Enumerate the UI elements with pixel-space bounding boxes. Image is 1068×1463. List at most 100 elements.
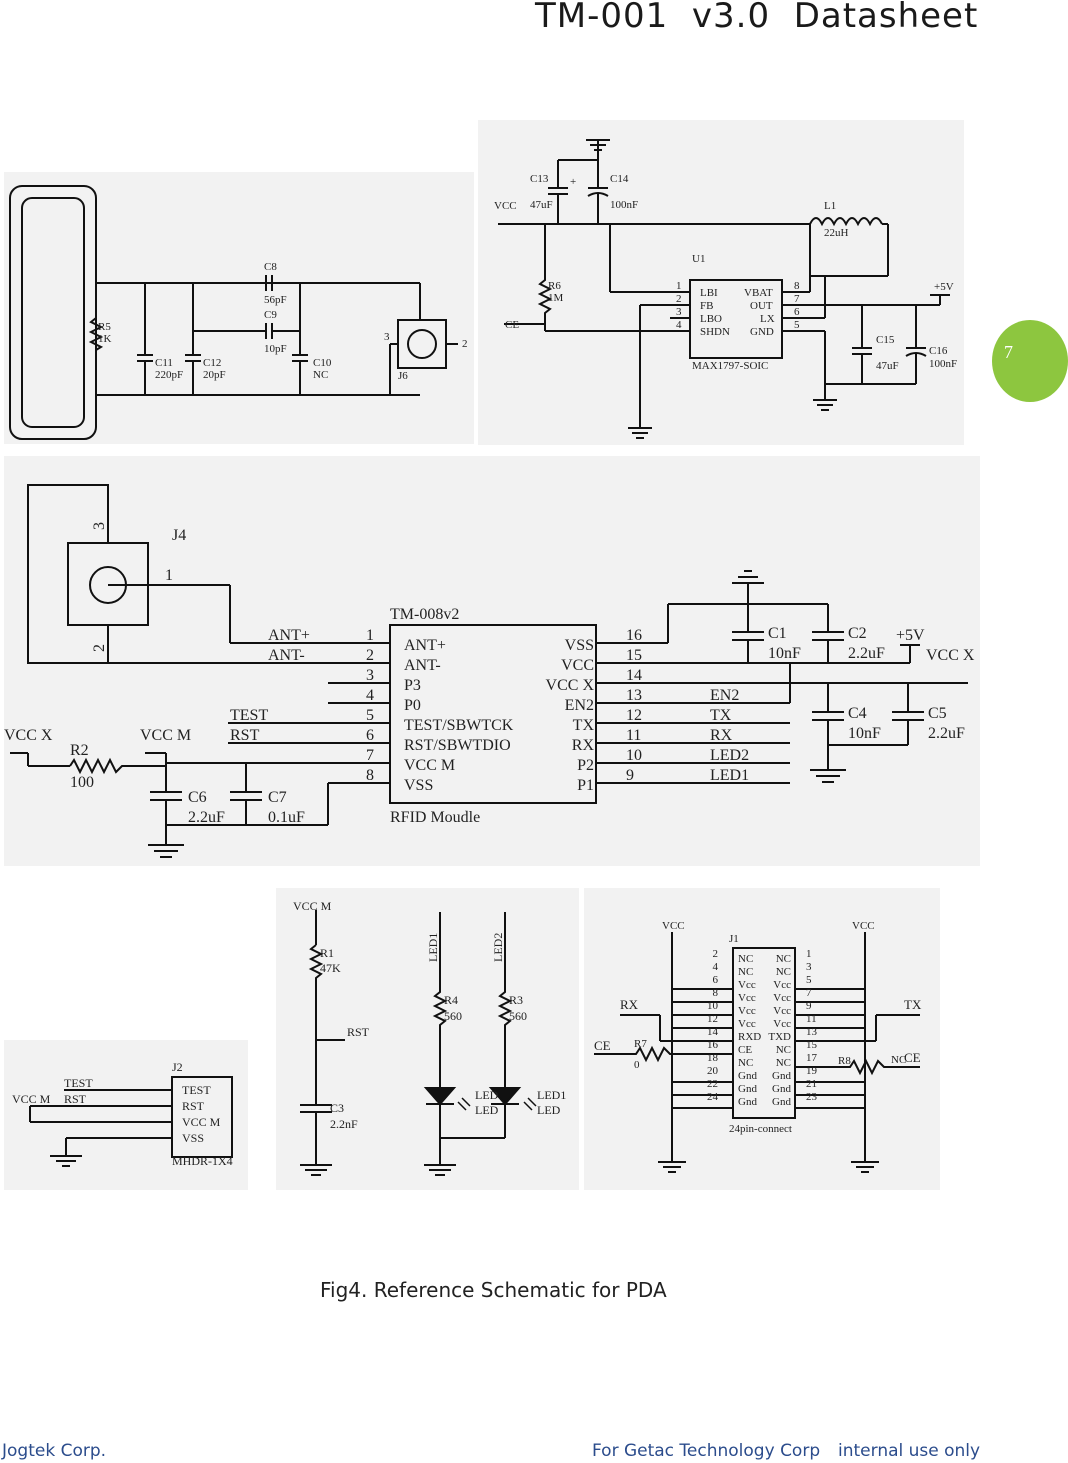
j6-label: J6: [398, 370, 408, 382]
j1-left-names: NC NC Vcc Vcc Vcc Vcc RXD CE NC Gnd Gnd …: [738, 953, 761, 1108]
c6-label: C6: [188, 789, 207, 806]
mod-num-14: 14: [626, 667, 642, 684]
mod-pin-rx: RX: [572, 737, 595, 754]
r1-value: 47K: [320, 961, 341, 975]
mod-num-13: 13: [626, 687, 642, 704]
r7-resistor: [594, 1045, 733, 1063]
mod-pin-vcc: VCC: [561, 657, 594, 674]
ce-label: CE: [505, 319, 519, 331]
j1-name-l9: Gnd: [738, 1070, 757, 1082]
led-b-label: LED1: [537, 1088, 566, 1102]
j4-pin1: 1: [165, 567, 173, 584]
j6-pin2: 2: [462, 338, 468, 350]
r5-resistor: [88, 283, 104, 395]
mod-num-11: 11: [626, 727, 641, 744]
j1-num-6: 6: [713, 974, 719, 986]
u1-pin-gnd: GND: [750, 326, 774, 338]
j1-name-l2: Vcc: [738, 979, 756, 991]
led-a-label2: LED: [475, 1103, 499, 1117]
u1-num-3: 3: [676, 306, 682, 318]
u1-label: U1: [692, 253, 705, 265]
mod-num-12: 12: [626, 707, 642, 724]
mod-pin-p0: P0: [404, 697, 421, 714]
r2-resistor: [69, 757, 166, 775]
r6-label: R6: [548, 280, 561, 292]
j1-name-r6: TXD: [768, 1031, 791, 1043]
j1-num-15: 15: [806, 1039, 818, 1051]
c6-value: 2.2uF: [188, 809, 225, 826]
j1-num-4: 4: [713, 961, 719, 973]
plus5v-module: +5V: [896, 627, 925, 644]
c7-label: C7: [268, 789, 287, 806]
l1-value: 22uH: [824, 227, 849, 239]
mod-num-4: 4: [366, 687, 374, 704]
c13-plus: +: [570, 176, 576, 188]
u1-pin-lx: LX: [760, 313, 775, 325]
j1-name-r3: Vcc: [773, 992, 791, 1004]
r6-resistor: [537, 224, 553, 324]
r4-value: 560: [444, 1009, 462, 1023]
u1-num-2: 2: [676, 293, 682, 305]
r8-resistor: [795, 1058, 920, 1076]
u1-pin-fb: FB: [700, 300, 713, 312]
reset-vccm: VCC M: [293, 899, 332, 913]
c15-label: C15: [876, 334, 895, 346]
conn-rx: RX: [620, 997, 639, 1012]
j1-num-9: 9: [806, 1000, 812, 1012]
connector-panel: [584, 888, 940, 1190]
c10-value: NC: [313, 369, 328, 381]
led-a-label: LED: [475, 1088, 499, 1102]
j2-pin-rst: RST: [182, 1099, 205, 1113]
j2-header: [171, 1076, 233, 1158]
u1-pin-lbi: LBI: [700, 287, 718, 299]
r3-label: R3: [509, 993, 523, 1007]
j1-num-21: 21: [806, 1078, 817, 1090]
u1-num-7: 7: [794, 293, 800, 305]
net-ant-minus: ANT-: [268, 647, 305, 664]
j1-num-11: 11: [806, 1013, 817, 1025]
page-title: TM-001 v3.0 Datasheet: [535, 0, 979, 36]
r5-value: 1K: [98, 333, 112, 345]
c12-value: 20pF: [203, 369, 226, 381]
u1-part: MAX1797-SOIC: [692, 360, 768, 372]
tm008-module-box: [389, 624, 597, 804]
mod-pin-p3: P3: [404, 677, 421, 694]
j2-net-vccm: VCC M: [12, 1092, 51, 1106]
mod-pin-vss: VSS: [404, 777, 433, 794]
j1-name-r5: Vcc: [773, 1018, 791, 1030]
figure-caption: Fig4. Reference Schematic for PDA: [320, 1278, 667, 1302]
j4-pin2: 2: [91, 644, 108, 652]
mod-pin-tx: TX: [573, 717, 595, 734]
net-en2: EN2: [710, 687, 739, 704]
header-panel: [4, 1040, 248, 1190]
mod-pin-rst: RST/SBWTDIO: [404, 737, 511, 754]
u1-pin-vbat: VBAT: [744, 287, 773, 299]
mod-pin-ant-minus: ANT-: [404, 657, 441, 674]
mod-pin-vccx: VCC X: [546, 677, 595, 694]
r8-label: R8: [838, 1055, 851, 1067]
j1-name-r8: NC: [776, 1057, 791, 1069]
c2-value: 2.2uF: [848, 645, 885, 662]
j1-label: J1: [729, 933, 739, 945]
j1-num-22: 22: [707, 1078, 718, 1090]
net-rst: RST: [230, 727, 260, 744]
j1-connector: [732, 947, 796, 1119]
j1-num-13: 13: [806, 1026, 818, 1038]
plus5v-label: +5V: [934, 281, 954, 293]
u1-pin-out: OUT: [750, 300, 773, 312]
led2-net: LED2: [491, 933, 505, 962]
c14-value: 100nF: [610, 199, 638, 211]
j2-pin-test: TEST: [182, 1083, 211, 1097]
footer-company: Jogtek Corp.: [2, 1441, 107, 1461]
c14-label: C14: [610, 173, 629, 185]
c16-value: 100nF: [929, 358, 957, 370]
j1-name-r2: Vcc: [773, 979, 791, 991]
j1-name-r0: NC: [776, 953, 791, 965]
j1-num-23: 23: [806, 1091, 818, 1103]
c16-label: C16: [929, 345, 948, 357]
j2-part: MHDR-1X4: [172, 1154, 233, 1168]
j1-name-l5: Vcc: [738, 1018, 756, 1030]
j1-name-l11: Gnd: [738, 1096, 757, 1108]
j1-name-r1: NC: [776, 966, 791, 978]
